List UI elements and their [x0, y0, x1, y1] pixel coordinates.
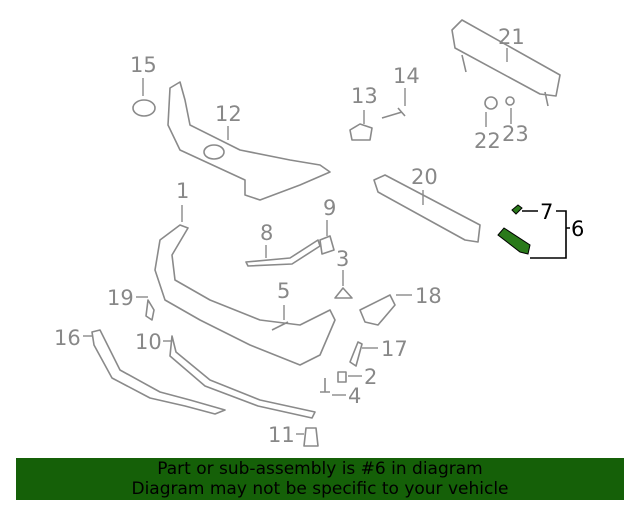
- part-2-clip: [337, 371, 347, 383]
- callout-8: 8: [260, 221, 273, 245]
- part-9-clip: [319, 235, 335, 255]
- callout-4: 4: [348, 384, 361, 408]
- callout-23: 23: [502, 122, 529, 146]
- callout-7: 7: [540, 200, 553, 224]
- banner-line-2: Diagram may not be specific to your vehi…: [131, 479, 509, 499]
- part-8-molding: [245, 239, 321, 267]
- callout-15: 15: [130, 53, 157, 77]
- part-17-bracket: [349, 341, 363, 367]
- callout-21: 21: [498, 25, 525, 49]
- callout-9: 9: [323, 196, 336, 220]
- part-5-screw: [271, 321, 289, 331]
- part-1-bumper-cover: [154, 224, 336, 366]
- callout-17: 17: [381, 337, 408, 361]
- part-21-reinforcement-beam: [451, 19, 561, 107]
- callout-16: 16: [54, 326, 81, 350]
- callout-6: 6: [571, 217, 584, 241]
- part-15-emblem: [132, 99, 156, 117]
- part-10-lip: [169, 335, 316, 419]
- part-12-grille: [167, 81, 331, 201]
- callout-1: 1: [176, 179, 189, 203]
- callout-22: 22: [474, 129, 501, 153]
- part-6-highlighted[interactable]: [497, 227, 531, 255]
- part-22-bolt: [484, 96, 498, 110]
- part-7-highlighted[interactable]: [511, 204, 523, 215]
- callout-3: 3: [336, 247, 349, 271]
- callout-19: 19: [107, 286, 134, 310]
- callout-10: 10: [135, 330, 162, 354]
- part-23-nut: [505, 96, 515, 106]
- banner-line-1: Part or sub-assembly is #6 in diagram: [157, 459, 483, 479]
- callout-12: 12: [215, 102, 242, 126]
- callout-labels: 21 15 14 13 12 22 23 20 1 9 7 6 8 3 5 18…: [54, 25, 584, 447]
- callout-13: 13: [351, 84, 378, 108]
- part-13-bracket: [349, 123, 373, 141]
- part-11-clip: [303, 427, 319, 447]
- callout-5: 5: [277, 279, 290, 303]
- callout-14: 14: [393, 64, 420, 88]
- info-banner: Part or sub-assembly is #6 in diagram Di…: [16, 458, 624, 500]
- part-20-absorber: [373, 174, 481, 243]
- callout-2: 2: [364, 365, 377, 389]
- part-18-cover: [359, 294, 396, 326]
- part-4-bolt: [320, 378, 330, 393]
- callout-11: 11: [268, 423, 295, 447]
- callout-20: 20: [411, 165, 438, 189]
- part-14-screw: [381, 107, 406, 119]
- callout-18: 18: [415, 284, 442, 308]
- part-3-bracket: [334, 287, 353, 299]
- part-16-lower-molding: [91, 329, 226, 415]
- part-19-clip: [145, 299, 155, 321]
- leader-lines: [83, 48, 570, 435]
